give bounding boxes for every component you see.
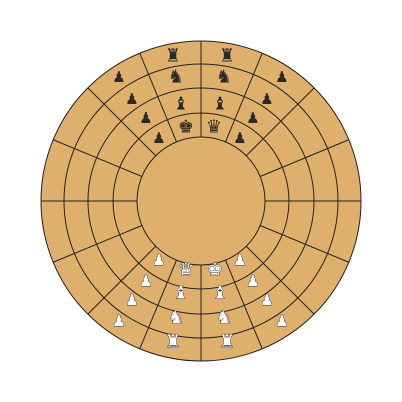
board-divider [245, 87, 315, 157]
black-pawn-1-icon[interactable]: ♟ [112, 68, 125, 86]
board-divider [225, 259, 263, 350]
white-pawn-3-icon[interactable]: ♟ [139, 272, 153, 291]
board-radial-lines [41, 41, 361, 361]
board-divider [139, 259, 177, 350]
black-pawn-7-icon[interactable]: ♟ [152, 129, 165, 147]
board-divider [259, 225, 350, 263]
white-knight-2-icon[interactable]: ♞ [215, 307, 232, 329]
black-bishop-2-icon[interactable]: ♝ [212, 94, 228, 115]
white-pawn-5-icon[interactable]: ♟ [125, 291, 139, 310]
board-pieces[interactable]: ♜♜♞♞♝♝♚♛♟♟♟♟♟♟♟♟♜♜♞♞♝♝♛♚♟♟♟♟♟♟♟♟ [112, 46, 289, 353]
white-rook-2-icon[interactable]: ♜ [218, 331, 235, 353]
white-pawn-1-icon[interactable]: ♟ [152, 251, 166, 270]
white-king-icon[interactable]: ♚ [206, 259, 223, 281]
white-queen-icon[interactable]: ♛ [177, 259, 194, 281]
board-divider [259, 139, 350, 177]
black-knight-2-icon[interactable]: ♞ [216, 67, 232, 88]
black-pawn-3-icon[interactable]: ♟ [125, 90, 138, 108]
white-pawn-8-icon[interactable]: ♟ [275, 312, 289, 331]
black-pawn-2-icon[interactable]: ♟ [275, 68, 288, 86]
board-divider [225, 52, 263, 143]
board-divider [87, 245, 157, 315]
black-pawn-5-icon[interactable]: ♟ [139, 109, 152, 127]
board-divider [245, 245, 315, 315]
board-divider [139, 52, 177, 143]
black-knight-1-icon[interactable]: ♞ [168, 67, 184, 88]
black-pawn-8-icon[interactable]: ♟ [233, 129, 246, 147]
white-pawn-4-icon[interactable]: ♟ [246, 272, 260, 291]
board-ring-5 [136, 136, 266, 266]
black-rook-1-icon[interactable]: ♜ [165, 46, 181, 67]
black-bishop-1-icon[interactable]: ♝ [173, 94, 189, 115]
white-bishop-2-icon[interactable]: ♝ [211, 282, 228, 304]
white-rook-1-icon[interactable]: ♜ [164, 331, 181, 353]
white-pawn-7-icon[interactable]: ♟ [112, 312, 126, 331]
black-pawn-6-icon[interactable]: ♟ [246, 109, 259, 127]
board-divider [87, 87, 157, 157]
board-divider [52, 139, 143, 177]
white-pawn-2-icon[interactable]: ♟ [233, 251, 247, 270]
black-queen-icon[interactable]: ♛ [206, 117, 222, 138]
white-bishop-1-icon[interactable]: ♝ [172, 282, 189, 304]
black-king-icon[interactable]: ♚ [178, 117, 194, 138]
white-pawn-6-icon[interactable]: ♟ [260, 291, 274, 310]
black-rook-2-icon[interactable]: ♜ [219, 46, 235, 67]
black-pawn-4-icon[interactable]: ♟ [260, 90, 273, 108]
white-knight-1-icon[interactable]: ♞ [167, 307, 184, 329]
board-divider [52, 225, 143, 263]
